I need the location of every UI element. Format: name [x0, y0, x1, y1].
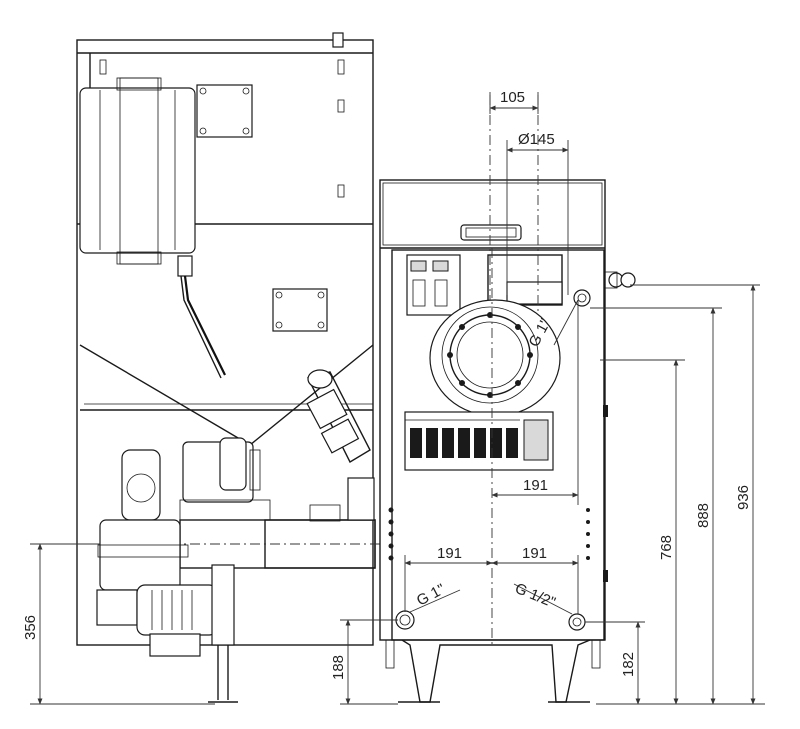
terminal-strip: [404, 411, 554, 471]
motor-cooling-fins: [151, 590, 193, 630]
return-connection: [568, 613, 586, 631]
dim-888: 888: [695, 503, 712, 528]
flue-outlet: [487, 95, 563, 312]
feed-motor: [121, 437, 261, 521]
dim-188: 188: [330, 655, 347, 680]
level-sensor-cable: [177, 255, 226, 379]
dim-936: 936: [735, 485, 752, 510]
label-flow-lower: G 1": [414, 581, 448, 610]
control-box: [79, 77, 196, 265]
label-return: G 1/2": [513, 580, 558, 612]
boiler-legs: [385, 639, 601, 703]
dim-191-left: 191: [437, 545, 462, 562]
boiler-handle: [460, 224, 522, 241]
dim-105: 105: [500, 89, 525, 106]
dim-flue-diameter: Ø145: [518, 131, 555, 148]
side-rivets: [388, 405, 608, 582]
inspection-plate-lower: [272, 288, 328, 332]
dim-768: 768: [658, 535, 675, 560]
fan-motor: [96, 519, 238, 703]
dim-191-upper: 191: [523, 477, 548, 494]
dim-191-right: 191: [522, 545, 547, 562]
dim-356: 356: [22, 615, 39, 640]
relay-block: [406, 254, 461, 316]
feed-auger-tube: [306, 369, 371, 463]
dimension-lines: [30, 92, 765, 705]
dim-182: 182: [620, 652, 637, 677]
flow-connection: [395, 610, 415, 630]
inspection-plate-upper: [196, 84, 253, 138]
